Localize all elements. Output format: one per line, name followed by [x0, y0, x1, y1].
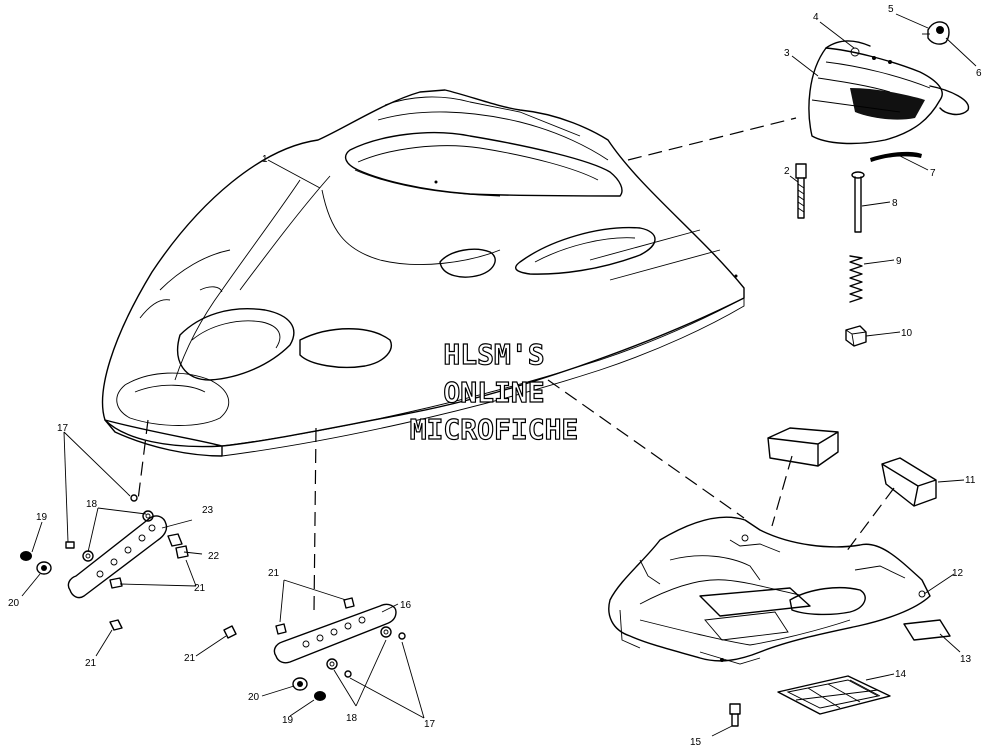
callout-19-center: 19 [282, 715, 294, 726]
callout-6: 6 [976, 68, 982, 79]
callout-23: 23 [202, 505, 214, 516]
windshield-part [808, 40, 970, 162]
connection-lines [137, 117, 895, 613]
hood-part [101, 89, 745, 457]
callout-19-left: 19 [36, 512, 48, 523]
grille-part [777, 675, 891, 715]
center-bracket-part [223, 597, 406, 701]
callout-11: 11 [965, 475, 976, 486]
watermark: HLSM'S ONLINE MICROFICHE [409, 337, 579, 446]
callout-2: 2 [784, 166, 790, 177]
callout-16: 16 [400, 600, 412, 611]
callout-7: 7 [930, 168, 936, 179]
callout-5: 5 [888, 4, 894, 15]
cable-part [795, 163, 807, 219]
callout-21-left-lower: 21 [85, 658, 97, 669]
callout-3: 3 [784, 48, 790, 59]
callout-1: 1 [262, 154, 268, 165]
watermark-line-2: ONLINE [443, 376, 544, 409]
callout-21-center-upper: 21 [268, 568, 280, 579]
nut-part [845, 325, 867, 347]
tray-part [608, 516, 951, 665]
knob-part [922, 21, 950, 45]
bolt-part [729, 703, 741, 727]
block-parts [767, 427, 937, 507]
callout-14: 14 [895, 669, 907, 680]
callout-21-left-upper: 21 [194, 583, 206, 594]
callout-labels: 1 2 3 4 5 6 7 8 9 10 11 12 13 14 15 16 1… [8, 4, 982, 747]
callout-18-center: 18 [346, 713, 358, 724]
leader-lines [21, 13, 977, 737]
watermark-line-3: MICROFICHE [410, 413, 579, 446]
spring-part [849, 255, 863, 303]
callout-17-center: 17 [424, 719, 436, 730]
callout-9: 9 [896, 256, 902, 267]
callout-8: 8 [892, 198, 898, 209]
callout-10: 10 [901, 328, 913, 339]
callout-13: 13 [960, 654, 972, 665]
callout-20-left: 20 [8, 598, 20, 609]
callout-21-center-left: 21 [184, 653, 196, 664]
callout-12: 12 [952, 568, 964, 579]
callout-17-left: 17 [57, 423, 69, 434]
watermark-line-1: HLSM'S [443, 338, 544, 371]
callout-22: 22 [208, 551, 220, 562]
callout-15: 15 [690, 737, 702, 747]
rod-part [851, 171, 865, 233]
callout-18-left: 18 [86, 499, 98, 510]
callout-20-center: 20 [248, 692, 260, 703]
callout-4: 4 [813, 12, 819, 23]
